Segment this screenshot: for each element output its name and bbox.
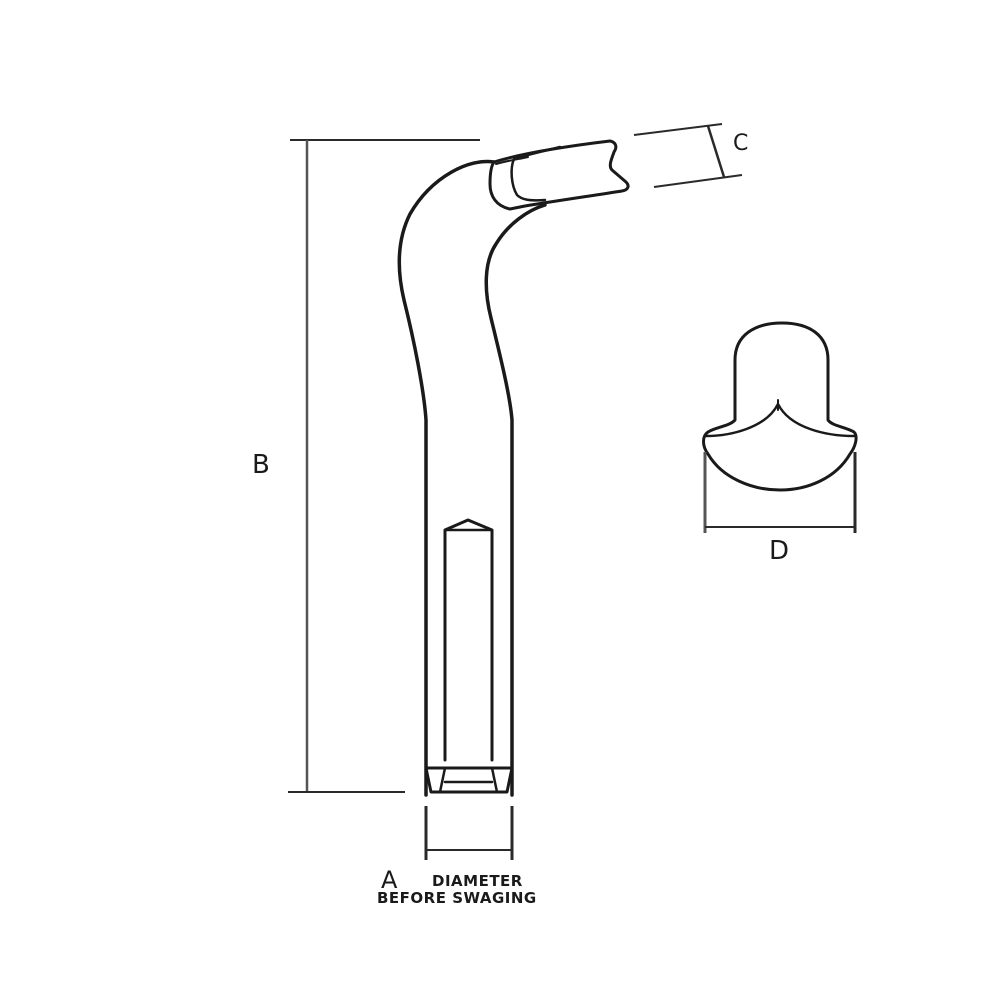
hook-side-view: [397, 139, 630, 797]
dimension-c-bottom-extension: [653, 174, 743, 188]
dimension-b: [288, 139, 480, 793]
tip-profile-view: [702, 321, 858, 492]
bore-cavity: [443, 518, 494, 762]
label-a: A: [381, 866, 398, 894]
profile-cusp: [704, 402, 856, 438]
profile-outline: [702, 321, 858, 492]
dimension-c-line: [706, 125, 726, 178]
dimension-c: [633, 123, 743, 188]
label-b: B: [252, 450, 270, 480]
label-d: D: [769, 536, 790, 566]
dimension-c-top-extension: [633, 123, 723, 136]
label-c: C: [733, 131, 749, 156]
hook-tip-outer: [488, 139, 630, 211]
hook-inner-contour: [484, 203, 547, 797]
hook-outer-contour: [397, 159, 496, 797]
hook-tip-cup: [510, 145, 562, 202]
hook-tip-seam: [495, 156, 529, 165]
dimension-d: [703, 452, 857, 533]
shank-bottom-chamfer: [424, 766, 514, 794]
label-a-caption-line2: BEFORE SWAGING: [377, 889, 537, 907]
bore-bottom-chamfer: [438, 766, 499, 794]
dimension-a: [424, 806, 514, 860]
label-a-caption-line1: DIAMETER: [432, 872, 523, 890]
